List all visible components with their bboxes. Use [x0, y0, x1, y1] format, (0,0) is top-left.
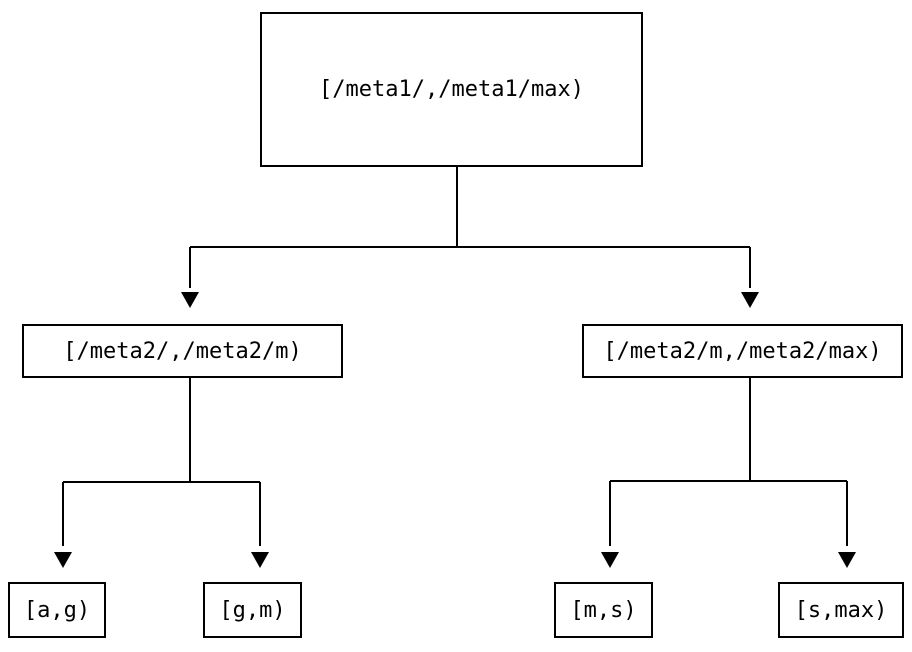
- arrowhead-meta2-low: [181, 292, 199, 308]
- node-leaf-s-max-label: [s,max): [794, 597, 888, 623]
- node-meta2-high-label: [/meta2/m,/meta2/max): [603, 338, 882, 364]
- arrowhead-meta2-high: [741, 292, 759, 308]
- node-leaf-g-m-label: [g,m): [219, 597, 286, 623]
- node-leaf-m-s: [m,s): [554, 582, 653, 638]
- edge-meta2-low-children: [62, 378, 261, 546]
- node-leaf-s-max: [s,max): [778, 582, 904, 638]
- node-leaf-m-s-label: [m,s): [570, 597, 637, 623]
- edge-root-children: [189, 167, 751, 288]
- arrowhead-leaf-g-m: [251, 552, 269, 568]
- arrowhead-leaf-a-g: [54, 552, 72, 568]
- node-meta2-low-label: [/meta2/,/meta2/m): [63, 338, 302, 364]
- arrowhead-leaf-m-s: [601, 552, 619, 568]
- node-leaf-g-m: [g,m): [203, 582, 302, 638]
- node-leaf-a-g: [a,g): [8, 582, 106, 638]
- edge-meta2-high-children: [609, 378, 848, 546]
- node-meta2-high: [/meta2/m,/meta2/max): [582, 324, 903, 378]
- node-root-label: [/meta1/,/meta1/max): [319, 77, 584, 102]
- arrowhead-leaf-s-max: [838, 552, 856, 568]
- node-leaf-a-g-label: [a,g): [23, 597, 91, 623]
- node-meta2-low: [/meta2/,/meta2/m): [22, 324, 343, 378]
- node-root: [/meta1/,/meta1/max): [260, 12, 643, 167]
